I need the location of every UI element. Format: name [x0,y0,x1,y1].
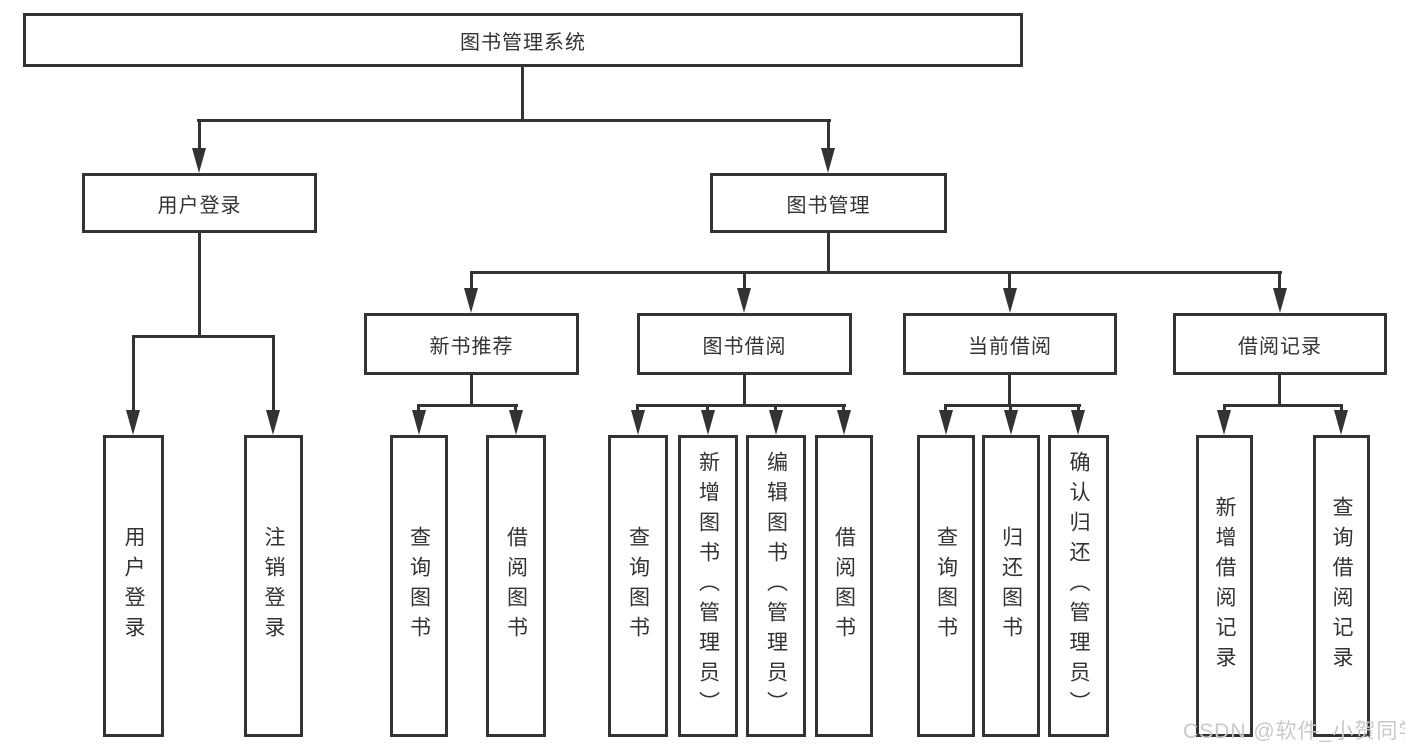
edge-line [198,119,201,149]
edge-line [132,335,275,338]
node-bb-edit: 编辑图书（管理员） [746,435,806,737]
arrow-down-icon [1003,288,1017,313]
node-login: 用户登录 [103,435,164,737]
arrow-down-icon [701,410,715,435]
edge-line [417,404,420,412]
edge-line [636,404,639,412]
node-nb-query: 查询图书 [390,435,448,737]
node-current-borrow: 当前借阅 [903,313,1117,375]
arrow-down-icon [1004,410,1018,435]
edge-line [1223,404,1343,407]
arrow-down-icon [737,288,751,313]
arrow-down-icon [939,410,953,435]
edge-line [1278,375,1281,406]
node-user-login: 用户登录 [82,173,317,233]
arrow-down-icon [837,410,851,435]
edge-line [827,119,830,149]
edge-line [1077,404,1080,412]
edge-line [521,67,524,121]
edge-line [1009,404,1012,412]
edge-line [944,404,1081,407]
edge-line [198,233,201,337]
node-br-add: 新增借阅记录 [1196,435,1253,737]
node-bb-query: 查询图书 [608,435,668,737]
edge-line [1008,271,1011,289]
edge-line [944,404,947,412]
arrow-down-icon [464,288,478,313]
arrow-down-icon [192,148,206,173]
node-bb-add: 新增图书（管理员） [678,435,738,737]
node-logout: 注销登录 [244,435,303,737]
arrow-down-icon [509,410,523,435]
edge-line [743,375,746,406]
edge-line [132,335,135,411]
node-book-borrow: 图书借阅 [637,313,852,375]
edge-line [514,404,517,412]
node-cb-confirm: 确认归还（管理员） [1048,435,1109,737]
node-nb-borrow: 借阅图书 [486,435,546,737]
csdn-watermark: CSDN @软件_小贺同学 [1183,720,1405,743]
node-borrow-record: 借阅记录 [1173,313,1387,375]
node-root: 图书管理系统 [23,13,1023,67]
arrow-down-icon [821,148,835,173]
node-br-query: 查询借阅记录 [1313,435,1370,737]
edge-line [470,271,473,289]
node-book-mgmt: 图书管理 [710,173,947,233]
arrow-down-icon [126,410,140,435]
node-cb-return: 归还图书 [982,435,1040,737]
arrow-down-icon [769,410,783,435]
arrow-down-icon [1217,410,1231,435]
edge-line [1340,404,1343,412]
node-new-book-rec: 新书推荐 [364,313,579,375]
edge-line [743,271,746,289]
edge-line [470,375,473,406]
edge-line [827,233,830,273]
node-cb-query: 查询图书 [917,435,975,737]
arrow-down-icon [631,410,645,435]
arrow-down-icon [1334,410,1348,435]
edge-line [197,119,831,122]
edge-line [470,271,1282,274]
edge-line [1223,404,1226,412]
node-bb-borrow: 借阅图书 [815,435,873,737]
edge-line [774,404,777,412]
arrow-down-icon [266,410,280,435]
arrow-down-icon [1273,288,1287,313]
edge-line [706,404,709,412]
edge-line [1278,271,1281,289]
edge-line [417,404,518,407]
edge-line [842,404,845,412]
edge-line [636,404,846,407]
arrow-down-icon [1071,410,1085,435]
edge-line [1008,375,1011,406]
arrow-down-icon [412,410,426,435]
edge-line [272,335,275,411]
